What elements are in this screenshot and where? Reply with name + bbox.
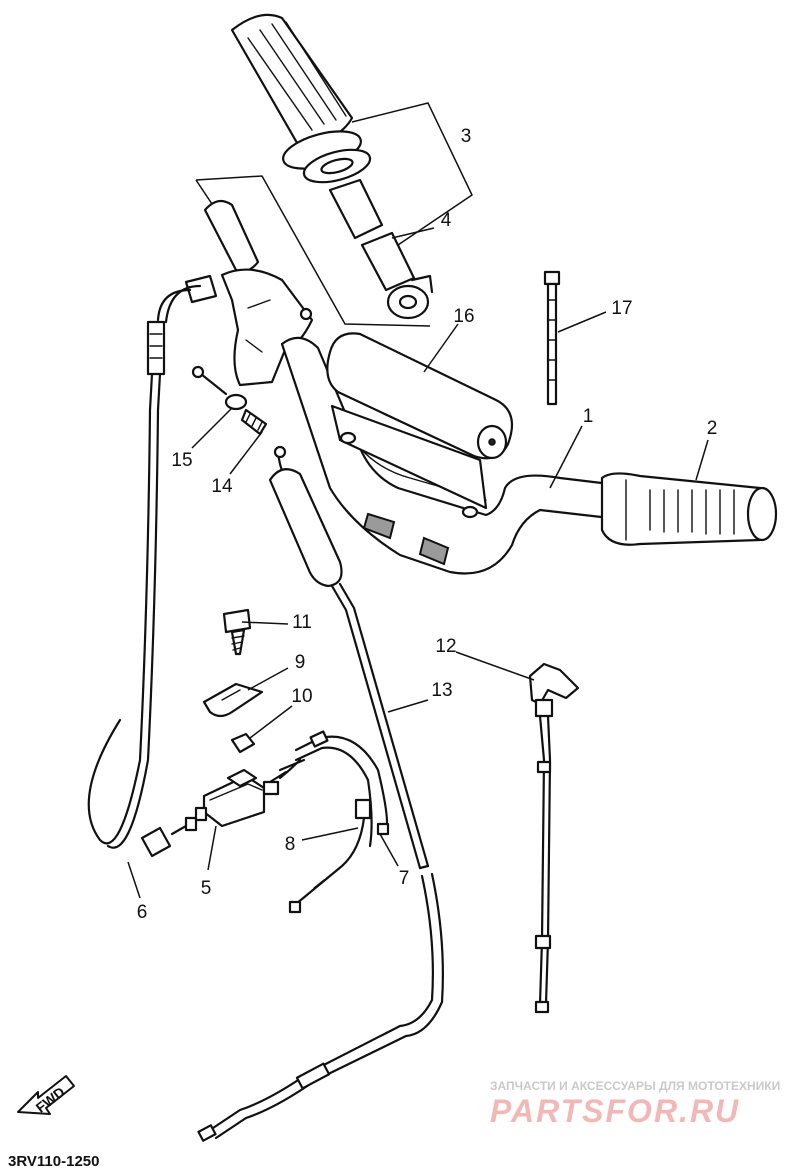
screw [222,608,252,656]
callout-15: 15 [171,450,192,471]
leader-16 [423,323,459,373]
callout-14: 14 [211,476,233,497]
fwd-arrow-icon: FWD [17,1075,75,1116]
leader-10 [249,705,293,739]
cable-tie [543,270,561,406]
callout-9: 9 [295,652,306,673]
choke-cable [197,445,444,1142]
leader-3 [351,102,473,246]
throttle-grip [230,13,372,184]
watermark-brand: PARTSFOR.RU [490,1093,740,1129]
leader-5 [207,825,217,871]
callout-10: 10 [291,686,312,707]
cable-joint [194,758,302,828]
leader-15 [191,407,233,449]
leader-13 [387,699,429,713]
diagram-code: 3RV110-1250 [8,1153,99,1170]
watermark-subtitle: ЗАПЧАСТИ И АКСЕССУАРЫ ДЛЯ МОТОТЕХНИКИ [490,1079,780,1093]
leader-14 [229,431,263,475]
callout-17: 17 [611,298,632,319]
leader-7 [379,833,399,867]
handlebar [280,336,612,575]
callout-16: 16 [453,306,474,327]
leader-1 [549,425,583,489]
leader-17 [557,311,607,333]
clutch-cable [528,662,580,1014]
callout-4: 4 [441,210,452,231]
callout-7: 7 [399,868,410,889]
callout-1: 1 [583,406,594,427]
callout-6: 6 [137,902,148,923]
handlebar-pad [326,332,514,460]
bracket [202,682,264,718]
leader-6 [127,861,141,899]
throttle-housing [203,199,314,387]
callout-12: 12 [435,636,456,657]
callout-13: 13 [431,680,452,701]
leader-8 [301,827,359,841]
assembly-bracket [195,175,431,327]
throttle-cables [268,730,390,914]
throttle-cable [87,274,218,858]
clip [230,732,256,754]
callout-2: 2 [707,418,718,439]
throttle-pipe [328,178,434,320]
leader-4 [391,227,435,239]
leader-9 [247,667,289,691]
callout-8: 8 [285,834,296,855]
cable-adjuster [191,365,268,436]
left-grip [600,472,778,546]
callout-3: 3 [461,126,472,147]
callout-5: 5 [201,878,212,899]
leader-11 [241,621,289,625]
callout-11: 11 [292,612,312,633]
leader-12 [455,651,535,681]
leader-2 [695,439,709,481]
